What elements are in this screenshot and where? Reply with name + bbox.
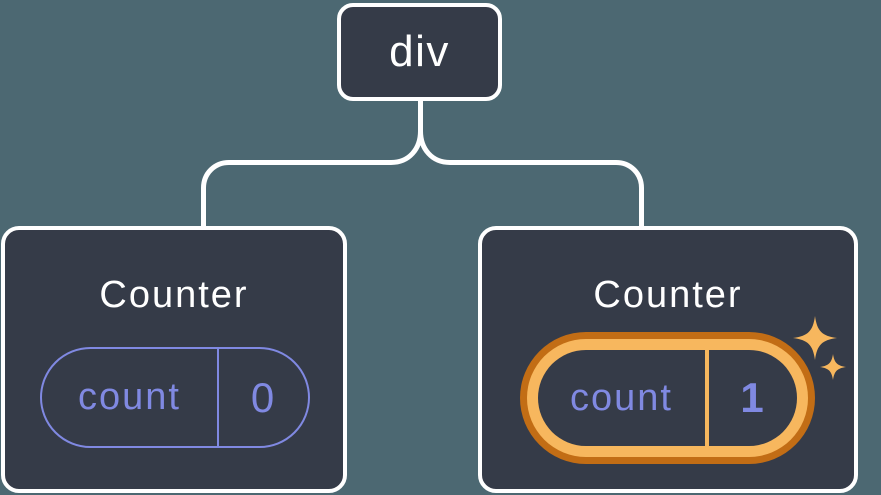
state-value: 1 — [740, 374, 766, 421]
edge-root-to-right-counter — [418, 101, 644, 229]
counter-title: Counter — [593, 274, 743, 316]
sparkles-icon — [793, 316, 846, 380]
counter-title: Counter — [99, 274, 249, 316]
state-key-label: count — [538, 350, 709, 446]
edge-root-to-left-counter — [201, 101, 423, 229]
root-node-label: div — [389, 27, 450, 76]
counter-node-right: Counter count 1 — [478, 226, 858, 493]
state-pill-highlight-inner-ring: count 1 — [527, 339, 808, 457]
state-value: 0 — [250, 373, 277, 421]
state-pill-highlight-ring: count 1 — [520, 332, 815, 464]
state-pill-highlighted: count 1 — [538, 350, 797, 446]
counter-node-left: Counter count 0 — [1, 226, 347, 493]
root-node: div — [337, 3, 502, 101]
state-pill: count 0 — [40, 347, 310, 448]
sparkle-large-icon — [793, 316, 837, 360]
state-key-label: count — [42, 349, 219, 446]
sparkle-small-icon — [820, 354, 846, 380]
